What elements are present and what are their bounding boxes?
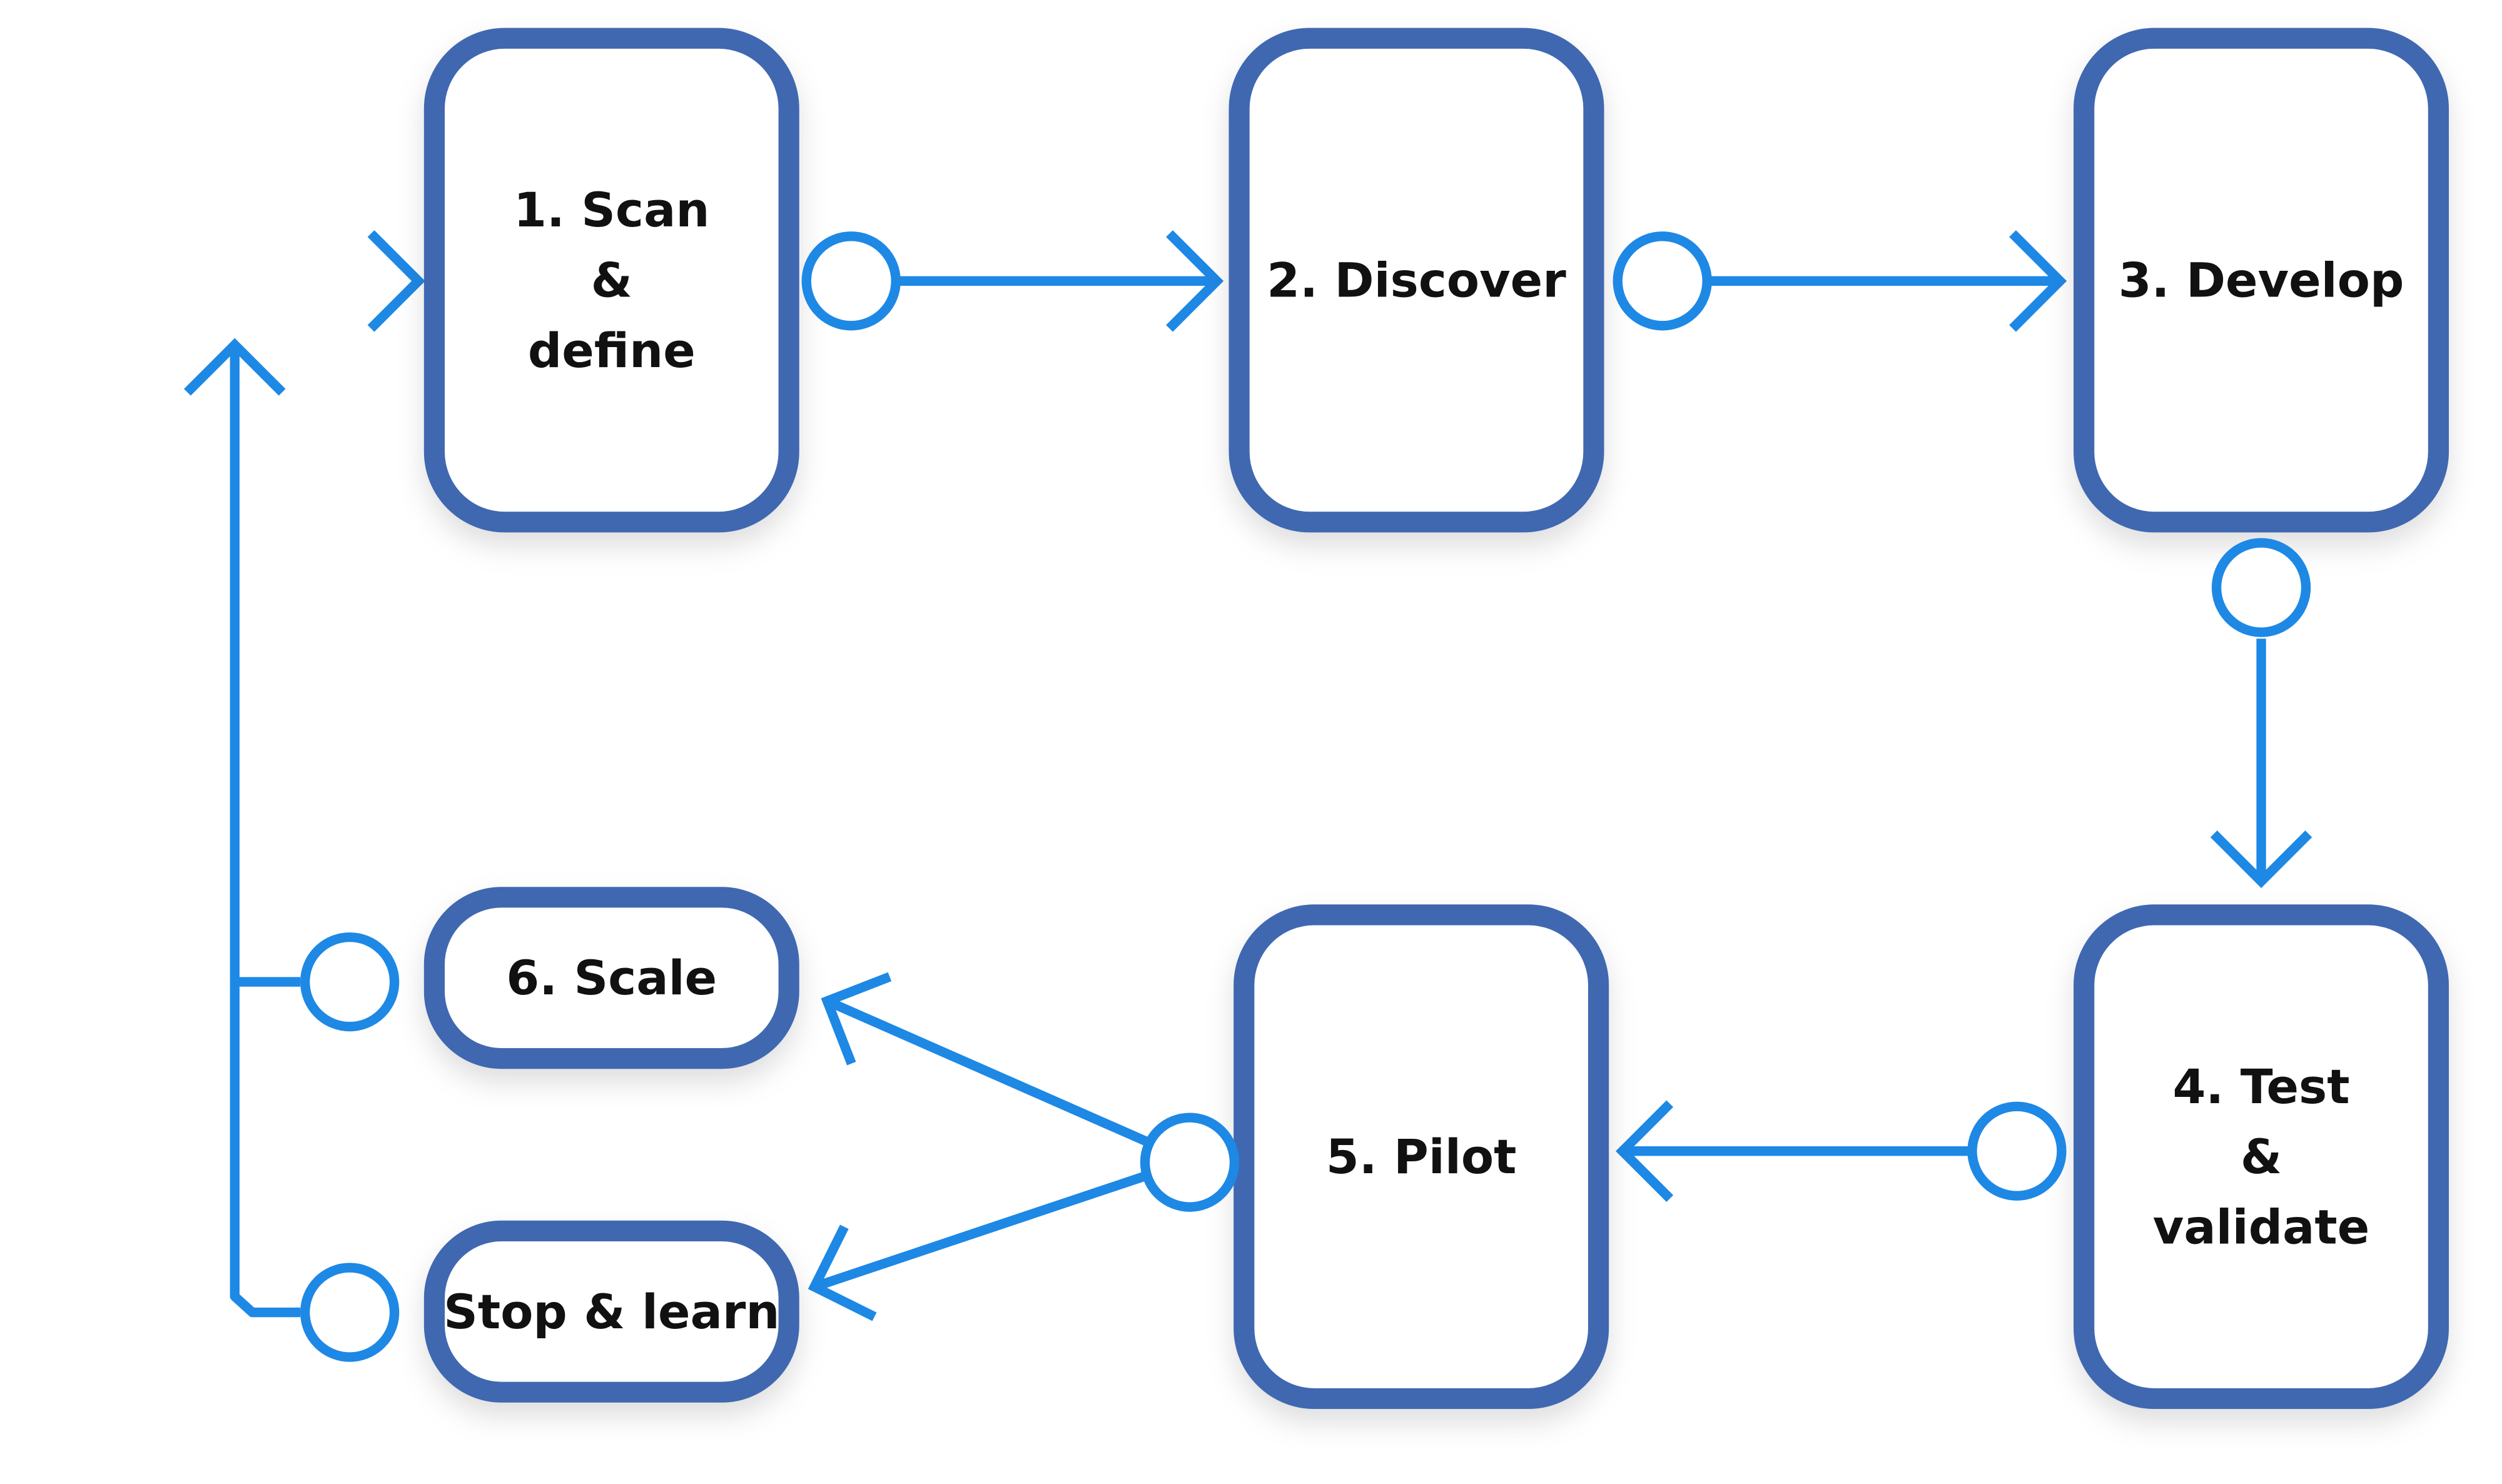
node-label: 2. Discover [1267, 253, 1566, 308]
arrowhead-feedback [184, 338, 286, 396]
node-label: 6. Scale [506, 950, 717, 1006]
node-box [1233, 904, 1609, 1410]
node-box [2074, 28, 2449, 533]
node-box [2074, 904, 2449, 1410]
connector-pilot-to-scale [825, 996, 1149, 1146]
node-test-validate[interactable]: 4. Test & validate [2074, 904, 2449, 1410]
node-box [1228, 28, 1604, 533]
arrowhead-discover [1166, 230, 1224, 332]
entry-arrowhead [367, 230, 425, 332]
arrowhead-test [2210, 830, 2312, 889]
node-scan-define[interactable]: 1. Scan & define [423, 28, 799, 533]
port-pilot-out[interactable] [1140, 1113, 1240, 1212]
connector-ports-layer [300, 231, 2311, 1362]
arrowhead-develop [2009, 230, 2067, 332]
node-box [423, 28, 799, 533]
connector-pilot-to-stop [813, 1172, 1145, 1291]
node-label: 3. Develop [2119, 253, 2404, 308]
port-develop-out[interactable] [2211, 538, 2311, 637]
arrowhead-pilot [1616, 1100, 1674, 1202]
node-scale[interactable]: 6. Scale [423, 887, 799, 1069]
node-label: define [528, 323, 696, 378]
connectors-layer [0, 230, 2312, 1321]
node-label: 1. Scan [514, 182, 709, 238]
node-develop[interactable]: 3. Develop [2074, 28, 2449, 533]
node-stop-learn[interactable]: Stop & learn [423, 1220, 799, 1403]
node-label: & [2241, 1129, 2282, 1184]
port-scale-out[interactable] [300, 932, 400, 1032]
arrowhead-stop [808, 1224, 877, 1321]
node-label: Stop & learn [443, 1284, 779, 1340]
node-label: 5. Pilot [1326, 1129, 1517, 1184]
port-stop-out[interactable] [300, 1263, 400, 1362]
feedback-from-stop [230, 348, 300, 1318]
node-label: validate [2153, 1199, 2370, 1254]
node-box [423, 1220, 799, 1403]
node-pilot[interactable]: 5. Pilot [1233, 904, 1609, 1410]
node-label: 4. Test [2173, 1059, 2350, 1114]
node-label: & [591, 253, 632, 308]
port-discover-out[interactable] [1613, 231, 1712, 331]
nodes-layer: 1. Scan & define 2. Discover 3. Develop 4. Te… [423, 28, 2449, 1410]
node-discover[interactable]: 2. Discover [1228, 28, 1604, 533]
arrowhead-scale [821, 972, 892, 1066]
port-test-out[interactable] [1967, 1101, 2067, 1201]
node-box [423, 887, 799, 1069]
port-scan-out[interactable] [801, 231, 901, 331]
